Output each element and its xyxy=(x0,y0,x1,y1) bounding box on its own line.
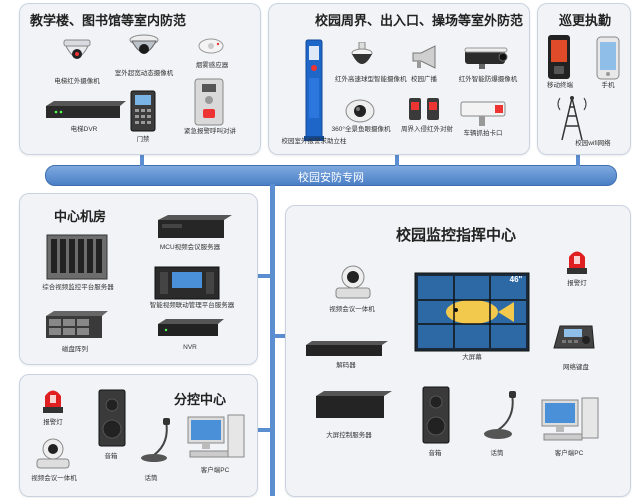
wifi-tower-icon xyxy=(557,96,587,141)
label-elevator-camera: 电梯红外摄像机 xyxy=(54,78,100,85)
infrared-beam-icon xyxy=(409,98,439,120)
decoder-icon xyxy=(306,341,388,356)
label-vehicle-capture: 车辆抓拍卡口 xyxy=(463,130,503,137)
fisheye-camera-icon xyxy=(345,99,375,123)
panel-room: 中心机房 综合视频监控平台服务器 MCU视频会议服务器 智能视频联动管理平台服务… xyxy=(19,193,258,365)
bus-stub-command xyxy=(273,334,287,338)
label-alarm-light-branch: 报警灯 xyxy=(43,419,63,426)
dvr-icon xyxy=(46,101,126,118)
bus-stub-indoor xyxy=(140,152,144,166)
bus-vertical-trunk xyxy=(270,184,275,496)
video-wall-icon xyxy=(414,272,530,352)
nvr-icon xyxy=(158,319,224,336)
label-speaker-command: 音箱 xyxy=(428,450,442,457)
microphone-icon-command xyxy=(484,391,516,439)
video-wall-size-label: 46" xyxy=(509,275,523,284)
speaker-icon-command xyxy=(422,386,450,444)
label-explosion-proof-camera: 红外智能防爆摄像机 xyxy=(458,76,518,83)
dome-camera-icon xyxy=(63,39,91,59)
alarm-pillar-icon xyxy=(304,39,324,141)
vehicle-capture-camera-icon xyxy=(460,101,506,126)
smoke-detector-icon xyxy=(198,38,224,54)
label-phone: 手机 xyxy=(601,82,615,89)
label-wall-control-server: 大屏控制服务器 xyxy=(326,432,372,439)
outdoor-dome-camera-icon xyxy=(129,34,159,54)
network-bus-label: 校园安防专网 xyxy=(298,172,364,184)
panel-command-title: 校园监控指挥中心 xyxy=(396,227,517,244)
video-conference-unit-icon xyxy=(335,265,371,299)
panel-command: 校园监控指挥中心 视频会议一体机 报警灯 解码器 46" 大屏幕 网 xyxy=(285,205,631,497)
label-linkage-platform-server: 智能视频联动管理平台服务器 xyxy=(149,302,235,309)
emergency-intercom-icon xyxy=(194,78,224,126)
label-decoder: 解码器 xyxy=(336,362,356,369)
bus-stub-branch xyxy=(255,428,273,432)
label-speaker-branch: 音箱 xyxy=(104,453,118,460)
label-alarm-light-command: 报警灯 xyxy=(567,280,587,287)
disk-array-icon xyxy=(46,311,108,338)
panel-indoor-title: 教学楼、图书馆等室内防范 xyxy=(30,13,187,28)
label-network-keyboard: 网络键盘 xyxy=(563,364,589,371)
bus-stub-patrol xyxy=(576,152,580,166)
label-microphone-command: 话筒 xyxy=(490,450,504,457)
wall-control-server-icon xyxy=(316,391,392,418)
panel-branch-title: 分控中心 xyxy=(174,392,227,407)
bus-stub-outdoor xyxy=(395,152,399,166)
label-microphone-branch: 话筒 xyxy=(144,475,158,482)
label-alarm-pillar: 校园室外报警求助立柱 xyxy=(281,138,347,145)
client-pc-icon-branch xyxy=(187,414,245,458)
label-client-pc-command: 客户端PC xyxy=(554,450,584,457)
platform-server-icon xyxy=(46,234,108,280)
label-nvr: NVR xyxy=(183,344,197,351)
video-conference-unit-icon-branch xyxy=(36,438,70,469)
label-mobile-terminal: 移动终端 xyxy=(547,82,573,89)
panel-outdoor: 校园周界、出入口、操场等室外防范 校园室外报警求助立柱 红外高速球型智能摄像机 … xyxy=(268,3,530,155)
label-elevator-dvr: 电梯DVR xyxy=(70,126,98,133)
label-infrared-beam: 周界入侵红外对射 xyxy=(401,126,453,133)
bus-stub-room xyxy=(255,274,273,278)
network-bus: 校园安防专网 xyxy=(45,165,617,186)
label-conference-unit-branch: 视频会议一体机 xyxy=(31,475,77,482)
client-pc-icon-command xyxy=(541,397,599,441)
label-fisheye-camera: 360°全景鱼眼摄像机 xyxy=(331,126,391,133)
label-wide-dynamic-camera: 室外超宽动态摄像机 xyxy=(114,70,174,77)
speed-dome-camera-icon xyxy=(351,42,373,64)
label-wifi-network: 校园wifi网络 xyxy=(575,140,611,147)
mobile-terminal-icon xyxy=(548,35,570,79)
label-mcu-server: MCU视频会议服务器 xyxy=(159,244,221,251)
label-speed-dome: 红外高速球型智能摄像机 xyxy=(335,76,407,83)
explosion-proof-camera-icon xyxy=(464,47,508,69)
panel-outdoor-title: 校园周界、出入口、操场等室外防范 xyxy=(315,13,524,28)
panel-patrol-title: 巡更执勤 xyxy=(559,13,612,28)
microphone-icon-branch xyxy=(141,418,170,462)
panel-branch: 分控中心 报警灯 音箱 话筒 视频会议一体机 客户端PC xyxy=(19,374,258,497)
label-smoke-detector: 烟雾感应器 xyxy=(195,62,229,69)
loudspeaker-icon xyxy=(412,45,436,69)
label-platform-server: 综合视频监控平台服务器 xyxy=(42,284,114,291)
label-access-control: 门禁 xyxy=(136,136,150,143)
phone-icon xyxy=(596,36,620,80)
alarm-light-icon-branch xyxy=(43,390,63,413)
label-video-wall: 大屏幕 xyxy=(462,354,482,361)
label-conference-unit: 视频会议一体机 xyxy=(329,306,375,313)
network-keyboard-icon xyxy=(553,325,595,349)
access-control-icon xyxy=(130,90,156,132)
label-campus-broadcast: 校园广播 xyxy=(411,76,437,83)
alarm-light-icon xyxy=(567,251,587,274)
panel-indoor: 教学楼、图书馆等室内防范 电梯红外摄像机 室外超宽动态摄像机 烟雾感应器 电梯D… xyxy=(19,3,261,155)
speaker-icon-branch xyxy=(98,389,126,447)
label-client-pc-branch: 客户端PC xyxy=(200,467,230,474)
mcu-server-icon xyxy=(158,215,232,238)
linkage-platform-server-icon xyxy=(154,266,220,300)
label-disk-array: 磁盘阵列 xyxy=(62,346,88,353)
panel-room-title: 中心机房 xyxy=(54,209,107,224)
panel-patrol: 巡更执勤 移动终端 手机 校园wifi网络 xyxy=(537,3,631,155)
label-emergency-intercom: 紧急报警呼叫对讲 xyxy=(184,128,236,135)
